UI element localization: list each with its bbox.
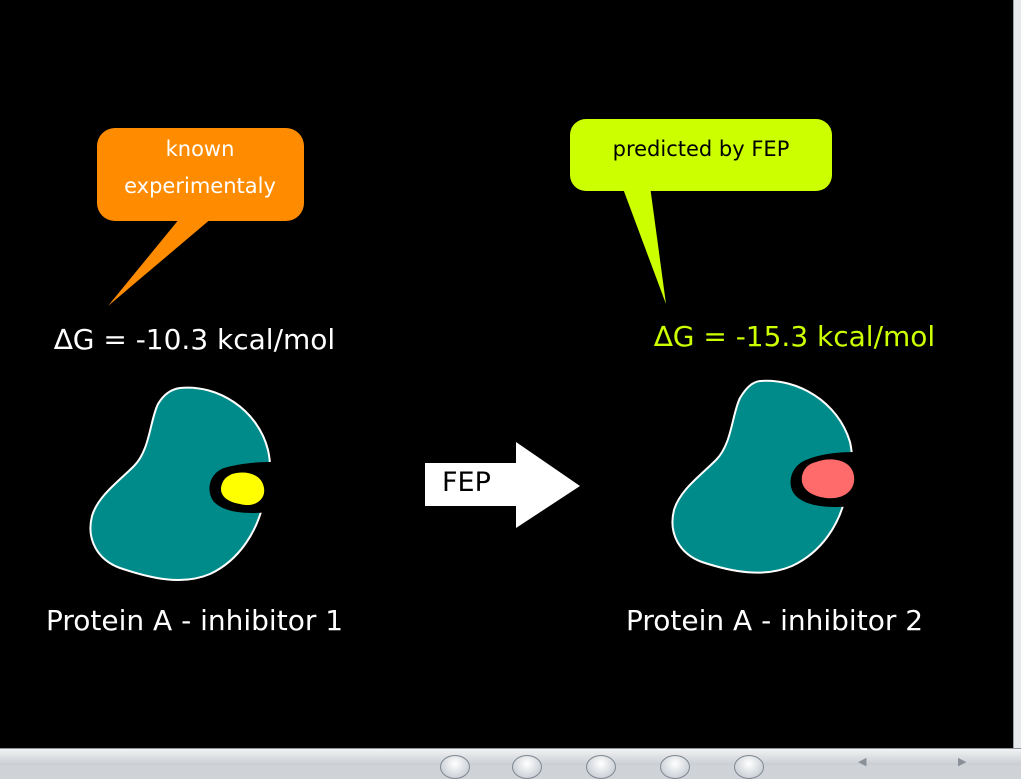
inhibitor-2-blob	[801, 459, 855, 499]
nav-button-5[interactable]	[734, 755, 764, 779]
fep-arrow-label: FEP	[442, 467, 491, 498]
known-callout-text: known experimentaly	[124, 137, 276, 198]
delta-g-inhibitor-1: ∆G = -10.3 kcal/mol	[54, 323, 336, 356]
slide-navigation-bar: ◀ ▶	[0, 748, 1021, 779]
nav-button-4[interactable]	[660, 755, 690, 779]
known-callout	[97, 128, 304, 306]
fep-callout-pointer	[622, 186, 666, 304]
fep-arrow	[425, 442, 580, 528]
nav-forward-icon[interactable]: ▶	[958, 755, 967, 768]
slide: known experimentaly predicted by FEP ∆G …	[0, 0, 1013, 748]
known-callout-pointer	[108, 218, 212, 306]
arrow-right-icon	[425, 442, 580, 528]
protein-right	[671, 379, 856, 574]
fep-callout-text: predicted by FEP	[612, 137, 790, 161]
diagram-canvas	[89, 119, 856, 581]
protein-shape-icon	[89, 386, 272, 581]
nav-button-2[interactable]	[512, 755, 542, 779]
inhibitor-1-blob	[220, 472, 265, 506]
protein-left	[89, 386, 272, 581]
nav-back-icon[interactable]: ◀	[858, 755, 867, 768]
nav-button-1[interactable]	[440, 755, 470, 779]
caption-inhibitor-1: Protein A - inhibitor 1	[46, 604, 344, 637]
known-callout-box	[97, 128, 304, 221]
fep-callout-box	[570, 119, 832, 191]
delta-g-inhibitor-2: ∆G = -15.3 kcal/mol	[654, 320, 936, 353]
vertical-scrollbar[interactable]	[1013, 0, 1021, 748]
nav-button-3[interactable]	[586, 755, 616, 779]
fep-callout	[570, 119, 832, 304]
protein-shape-icon	[671, 379, 854, 574]
caption-inhibitor-2: Protein A - inhibitor 2	[626, 604, 924, 637]
